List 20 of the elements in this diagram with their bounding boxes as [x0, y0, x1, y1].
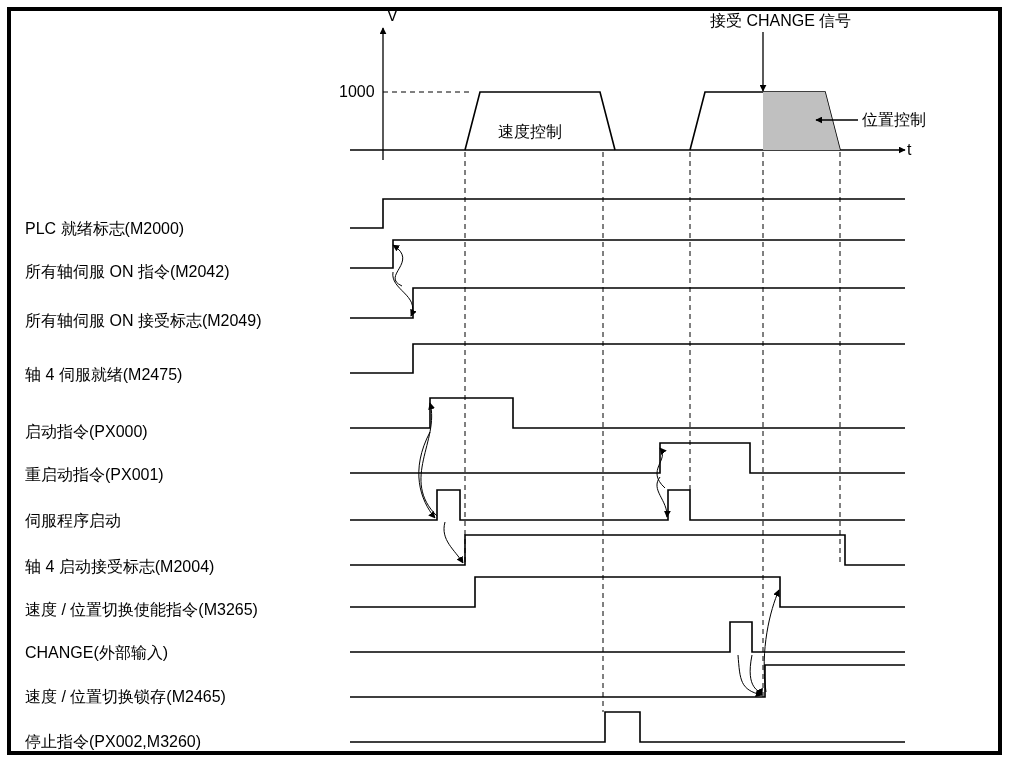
signal-name: CHANGE(外部输入): [25, 644, 169, 662]
signal-name: 所有轴伺服 ON 指令(M2042): [25, 263, 230, 281]
signal-name: 轴 4 伺服就绪(M2475): [25, 366, 183, 384]
signal-name: 速度 / 位置切换锁存(M2465): [25, 688, 226, 706]
signal-name: 轴 4 启动接受标志(M2004): [25, 558, 215, 576]
signal-name: 所有轴伺服 ON 接受标志(M2049): [25, 312, 262, 330]
axis-label: t: [907, 141, 912, 159]
signal-name: 速度 / 位置切换使能指令(M3265): [25, 601, 258, 619]
leader-line: [759, 31, 767, 92]
callout-text: 位置控制: [862, 111, 926, 129]
signal-name: 重启动指令(PX001): [25, 466, 164, 484]
tick-label: 1000: [339, 83, 375, 101]
leader-line: [815, 116, 859, 124]
callout-text: 接受 CHANGE 信号: [710, 12, 852, 30]
signal-name: 停止指令(PX002,M3260): [25, 733, 202, 751]
region-label: 速度控制: [498, 123, 562, 141]
signal-name: PLC 就绪标志(M2000): [25, 220, 185, 238]
signal-name: 启动指令(PX000): [25, 423, 148, 441]
shaded-area: [763, 92, 840, 150]
signal-name: 伺服程序启动: [25, 512, 121, 530]
